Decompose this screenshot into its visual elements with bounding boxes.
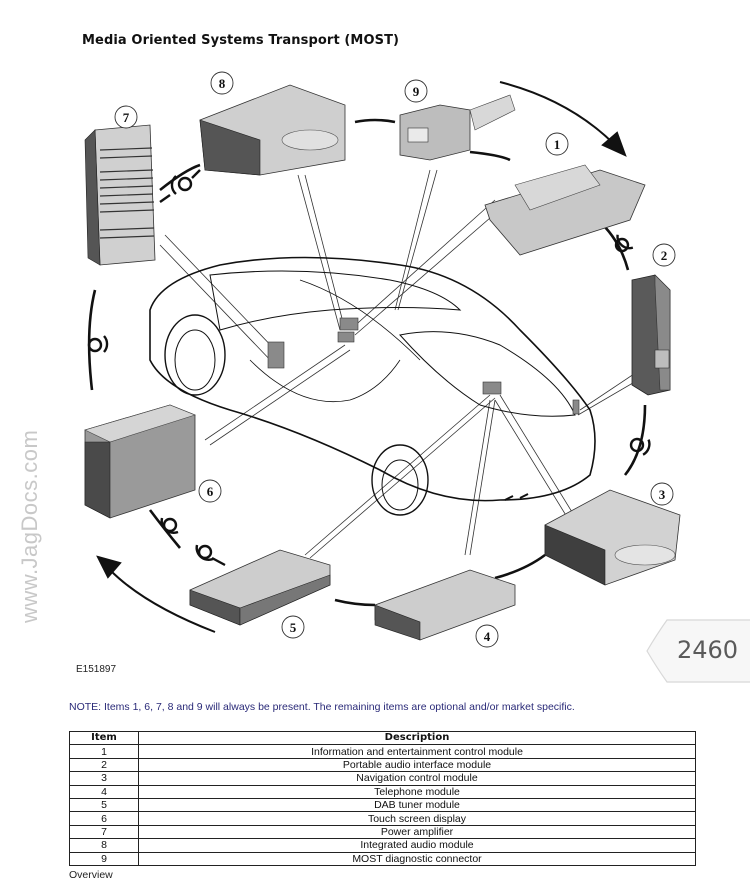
page-number: 2460: [677, 636, 739, 664]
svg-text:5: 5: [290, 620, 297, 635]
most-ring-diagram: 1 2 3 4 5 6 7 8 9: [84, 71, 681, 648]
component-6-touch-screen-display: [84, 404, 196, 519]
component-7-power-amplifier: [84, 124, 156, 266]
item-description: Navigation control module: [138, 771, 696, 786]
item-number: 6: [69, 811, 139, 826]
item-description: Power amplifier: [138, 824, 696, 840]
item-description: Telephone module: [138, 784, 696, 799]
arrow-head-bottom: [96, 555, 122, 579]
connector-icon-7-6: [87, 335, 109, 353]
item-number: 4: [69, 784, 139, 799]
item-number: 9: [69, 851, 139, 866]
note-text: NOTE: Items 1, 6, 7, 8 and 9 will always…: [69, 701, 575, 713]
table-header-row: Item Description: [69, 730, 696, 746]
figure-id: E151897: [76, 664, 117, 675]
arrow-clockwise-top: [499, 81, 616, 146]
item-description: Integrated audio module: [138, 838, 696, 853]
item-number: 1: [69, 744, 139, 759]
callout-4: 4: [475, 624, 499, 648]
arrow-clockwise-bottom: [109, 569, 216, 633]
ring-segment-8-9: [354, 118, 396, 124]
ring-segment-9-1: [469, 150, 511, 162]
arrow-head-top: [601, 131, 627, 157]
item-number: 2: [69, 757, 139, 773]
callout-8: 8: [210, 71, 234, 95]
item-number: 5: [69, 797, 139, 813]
ring-segment-2-3: [623, 404, 647, 476]
vehicle-module-markers: [267, 317, 580, 415]
ring-segment-4-5: [334, 598, 376, 607]
connector-icons: [87, 169, 651, 567]
item-description: Portable audio interface module: [138, 757, 696, 773]
component-5-dab-tuner-module: [189, 549, 331, 626]
item-number: 3: [69, 771, 139, 786]
direction-arrows: [96, 81, 627, 633]
svg-text:9: 9: [413, 84, 420, 99]
callouts: 1 2 3 4 5 6 7 8 9: [114, 71, 676, 648]
component-9-most-diagnostic-connector: [399, 94, 516, 161]
svg-text:8: 8: [219, 76, 226, 91]
callout-6: 6: [198, 479, 222, 503]
component-1-info-entertainment-control-module: [484, 164, 646, 256]
header-item: Item: [69, 730, 139, 746]
connector-icon-1-2: [614, 234, 634, 253]
item-number: 8: [69, 838, 139, 853]
svg-text:3: 3: [659, 487, 666, 502]
page-number-tab: [646, 619, 750, 683]
ring-segment-6-7: [87, 289, 97, 391]
connector-icon-6-5b: [195, 544, 226, 567]
item-description: Touch screen display: [138, 811, 696, 826]
svg-text:4: 4: [484, 629, 491, 644]
connector-icon-2-3: [629, 437, 651, 456]
connector-icon-6-5a: [160, 517, 179, 534]
page-title: Media Oriented Systems Transport (MOST): [82, 33, 400, 48]
component-2-portable-audio-interface-module: [631, 274, 671, 396]
svg-text:1: 1: [554, 137, 561, 152]
leader-lines: [159, 169, 641, 559]
svg-text:7: 7: [123, 110, 130, 125]
component-8-integrated-audio-module: [199, 84, 346, 176]
header-description: Description: [138, 730, 696, 746]
ring-segment-3-4: [494, 553, 546, 580]
callout-9: 9: [404, 79, 428, 103]
vehicle-outline: [149, 256, 596, 516]
component-3-navigation-control-module: [544, 489, 681, 586]
callout-1: 1: [545, 132, 569, 156]
connector-icon-7-8: [159, 169, 201, 203]
item-description: MOST diagnostic connector: [138, 851, 696, 866]
callout-2: 2: [652, 243, 676, 267]
table-caption: Overview: [69, 869, 113, 881]
callout-7: 7: [114, 105, 138, 129]
callout-5: 5: [281, 615, 305, 639]
callout-3: 3: [650, 482, 674, 506]
svg-text:2: 2: [661, 248, 668, 263]
item-number: 7: [69, 824, 139, 840]
ring-segment-7-8: [159, 163, 201, 192]
svg-text:6: 6: [207, 484, 214, 499]
item-description: DAB tuner module: [138, 797, 696, 813]
item-description: Information and entertainment control mo…: [138, 744, 696, 759]
component-4-telephone-module: [374, 569, 516, 641]
